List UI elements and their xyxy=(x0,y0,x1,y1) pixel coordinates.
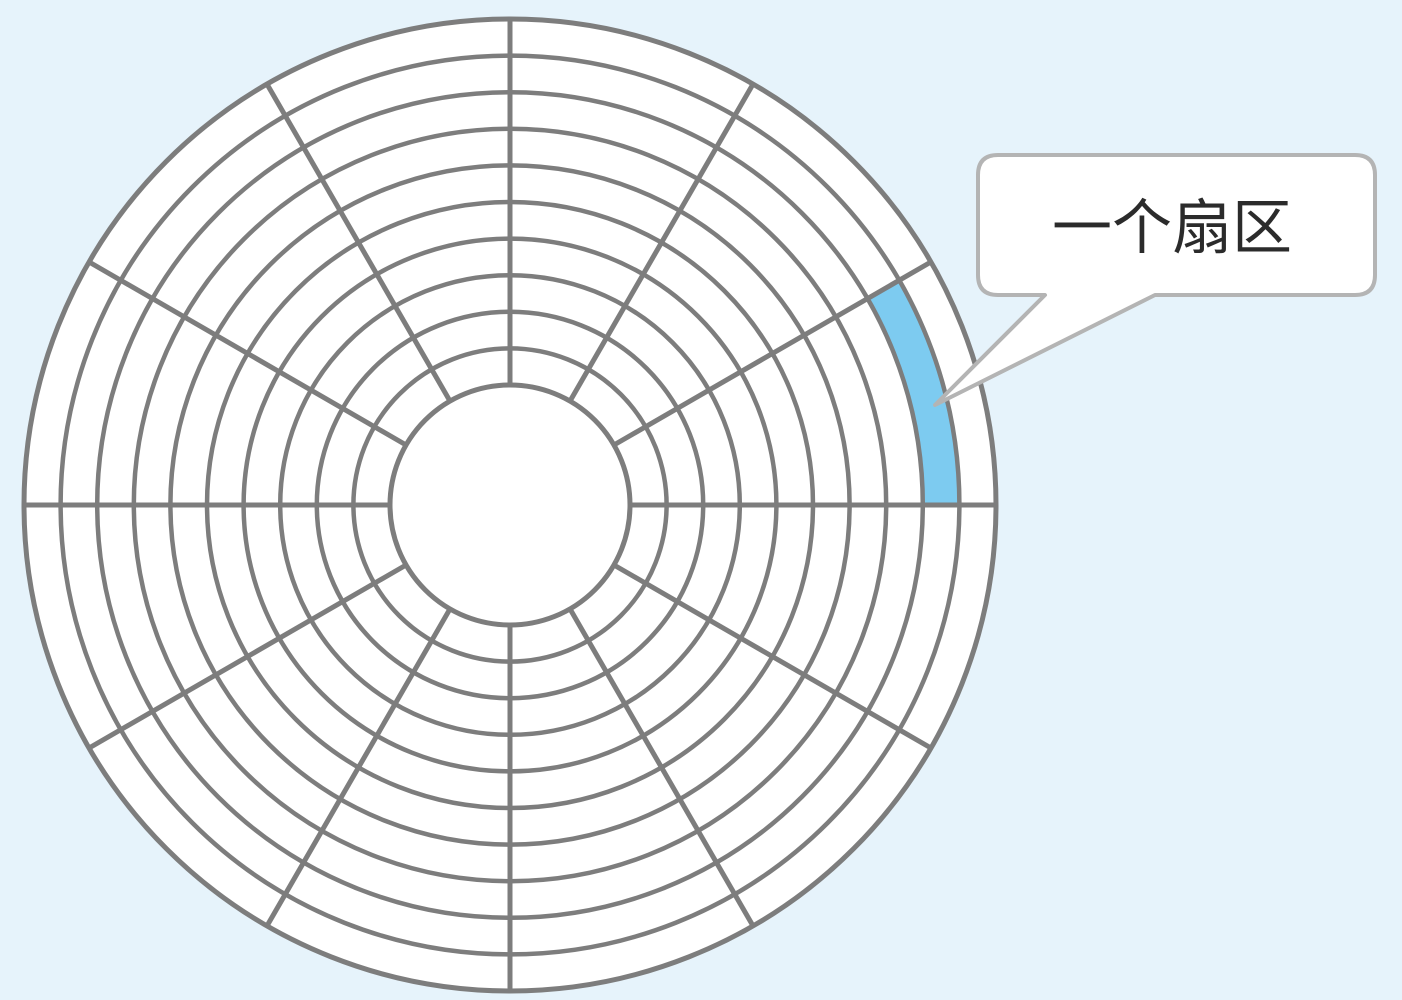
highlighted-sector xyxy=(867,280,960,505)
sector-divider xyxy=(567,82,756,403)
callout-label: 一个扇区 xyxy=(1052,194,1292,264)
sector-divider xyxy=(264,82,453,403)
sector-divider xyxy=(612,562,933,751)
sector-divider xyxy=(87,562,408,751)
sector-callout: 一个扇区 xyxy=(933,153,1377,407)
sector-divider xyxy=(87,259,408,448)
callout-bubble xyxy=(933,153,1377,407)
sector-divider xyxy=(264,607,453,928)
sector-divider xyxy=(612,259,933,448)
spindle-hub xyxy=(387,382,633,628)
disk-platter xyxy=(21,16,999,994)
sector-divider xyxy=(567,607,756,928)
sector-dividers xyxy=(24,19,996,991)
highlighted-sector-layer xyxy=(867,280,960,505)
